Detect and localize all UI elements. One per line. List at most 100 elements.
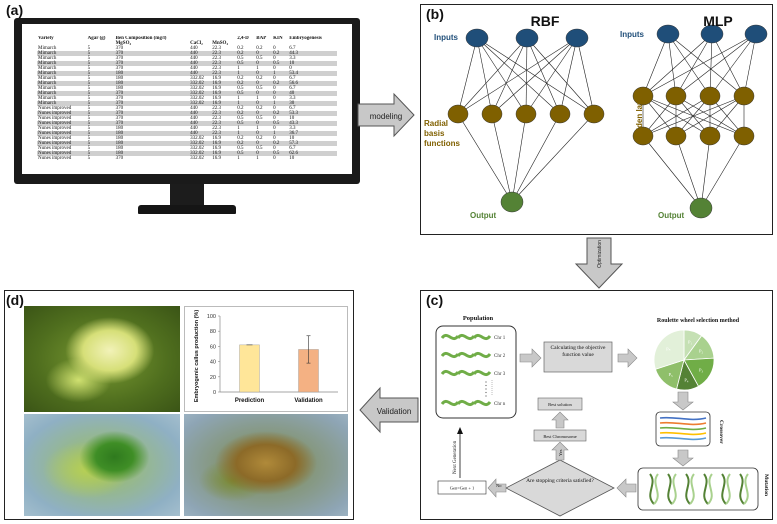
optimization-arrow-label: Optimization [597, 240, 603, 268]
chromosome-strand [440, 369, 460, 377]
table-cell: 0 [255, 141, 273, 146]
table-cell: 440 [189, 51, 212, 56]
network-edge [675, 95, 745, 137]
chromosome-strand [440, 351, 460, 359]
table-cell: 5 [86, 101, 115, 106]
network-edge [675, 33, 757, 97]
table-cell: 16.9 [212, 156, 222, 160]
ellipsis-dot [485, 395, 487, 397]
chart-ytick-label: 40 [210, 360, 216, 366]
hidden-node [447, 104, 469, 124]
network-edge [709, 33, 757, 97]
objective-label: Calculating the objective function value [550, 345, 606, 358]
table-cell: 0 [273, 86, 276, 91]
table-cell: 440 [189, 121, 212, 126]
table-cell: 370 [115, 156, 124, 160]
table-cell: 0 [255, 51, 273, 56]
hidden-node [549, 104, 571, 124]
chromosome-strand [440, 399, 460, 407]
table-cell: 0.5 [236, 91, 256, 96]
table-cell: 440 [190, 116, 198, 121]
network-edge [457, 37, 578, 115]
table-cell: 370 [115, 116, 124, 121]
pie-label: P₁ [688, 339, 693, 344]
table-cell: 22.3 [212, 116, 222, 121]
optimization-arrow: Optimization [574, 237, 624, 289]
table-cell: 44.3 [288, 51, 337, 56]
callus-photo-2 [24, 414, 180, 516]
table-cell: 332.02 [189, 141, 212, 146]
chromosome-label: Chr n [494, 402, 506, 407]
table-cell: Mimarch [37, 101, 87, 106]
table-cell: 5 [86, 121, 115, 126]
radial-label-2: basis [424, 129, 445, 138]
table-cell: 6.7 [289, 146, 296, 151]
table-cell: 0.2 [236, 111, 256, 116]
output-label-mlp: Output [658, 211, 685, 220]
table-cell: 332.02 [190, 156, 204, 160]
network-edge [667, 33, 677, 97]
table-cell: 56.6 [288, 81, 337, 86]
table-cell: Mimarch [38, 96, 57, 101]
table-cell: 332.02 [189, 101, 212, 106]
objective-box [543, 341, 613, 373]
table-cell: Mimarch [37, 51, 87, 56]
table-cell: 0.5 [256, 56, 263, 61]
chromosome-strand [456, 369, 476, 377]
table-cell: 10 [289, 116, 295, 121]
table-cell: 0 [273, 136, 276, 141]
table-cell: 6.7 [289, 46, 296, 51]
hidden-node [665, 86, 687, 106]
table-cell: 0.5 [237, 146, 244, 151]
table-cell: 370 [114, 101, 190, 106]
table-cell: 22.3 [212, 106, 222, 111]
table-cell: 0 [255, 121, 273, 126]
panel-label-c: (c) [426, 292, 444, 308]
best-solution-box [537, 397, 583, 411]
mutation-strand [667, 473, 673, 505]
hidden-node [583, 104, 605, 124]
table-cell: 370 [115, 66, 124, 71]
network-edge [642, 33, 713, 97]
no-label: No [496, 483, 502, 488]
chart-ytick-label: 0 [213, 390, 216, 396]
rbf-title: RBF [531, 13, 560, 29]
panel-label-d: (d) [6, 292, 24, 308]
network-edge [476, 37, 595, 115]
input-node [565, 28, 589, 48]
hidden-node [699, 86, 721, 106]
table-cell: Mimarch [38, 86, 57, 91]
table-cell: 53.3 [288, 111, 337, 116]
table-cell: 5 [86, 71, 115, 76]
table-cell: 10 [289, 136, 295, 141]
table-cell: 180 [114, 151, 190, 156]
table-cell: MnSO₄ [212, 41, 228, 46]
network-edge [511, 113, 527, 203]
table-cell: 3.3 [289, 126, 296, 131]
table-cell: 3.3 [289, 96, 296, 101]
table-cell: 0 [255, 111, 273, 116]
table-cell: 332.02 [190, 96, 204, 101]
network-edge [491, 37, 528, 115]
radial-label-1: Radial [424, 119, 448, 128]
table-cell: 5 [86, 91, 115, 96]
table-cell: 1 [237, 66, 240, 71]
validation-arrow-label: Validation [377, 407, 412, 416]
radial-label-3: functions [424, 139, 461, 148]
mutation-strand [739, 473, 745, 505]
arrow-objective-roulette [617, 348, 638, 368]
network-edge [743, 33, 757, 97]
table-cell: 332.02 [190, 76, 204, 81]
table-cell: Nunes improved [37, 151, 87, 156]
table-cell: 0.5 [256, 116, 263, 121]
pie-label: Pₙ [666, 347, 671, 352]
callus-photo-3 [184, 414, 348, 516]
table-cell: 370 [114, 91, 190, 96]
chromosome-strand [440, 333, 460, 341]
table-cell: 5 [87, 106, 91, 111]
table-cell: 16.9 [211, 151, 237, 156]
table-cell: 5 [87, 116, 91, 121]
